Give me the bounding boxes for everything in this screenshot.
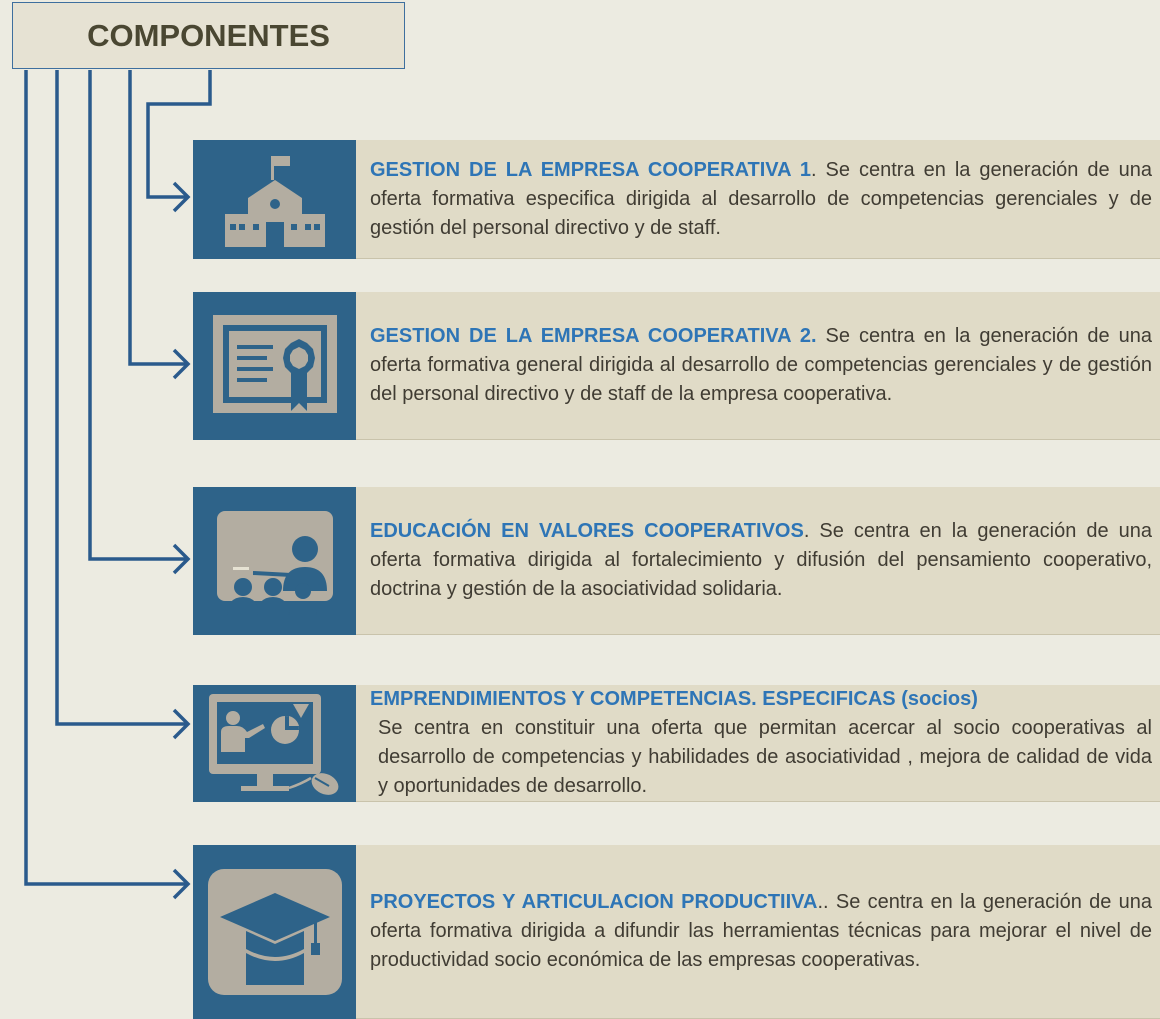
- icon-tile: [193, 845, 356, 1019]
- graduation-cap-icon: [207, 869, 342, 995]
- icon-tile: [193, 685, 356, 802]
- component-description: Se centra en la generación de una oferta…: [370, 325, 1153, 405]
- component-description: .. Se centra en la generación de una ofe…: [370, 891, 1153, 971]
- component-card-gestion-1: GESTION DE LA EMPRESA COOPERATIVA 1. Se …: [193, 140, 1160, 259]
- component-heading: GESTION DE LA EMPRESA COOPERATIVA 1: [370, 158, 811, 181]
- components-title: COMPONENTES: [87, 17, 330, 53]
- component-card-valores: EDUCACIÓN EN VALORES COOPERATIVOS. Se ce…: [193, 487, 1160, 635]
- classroom-teacher-icon: [216, 511, 333, 617]
- certificate-icon: [212, 315, 337, 413]
- component-heading: EMPRENDIMIENTOS Y COMPETENCIAS. ESPECIFI…: [370, 688, 978, 710]
- arrowhead-5: [172, 868, 191, 900]
- connector-4: [55, 70, 188, 726]
- component-card-gestion-2: GESTION DE LA EMPRESA COOPERATIVA 2. Se …: [193, 292, 1160, 440]
- component-heading: EDUCACIÓN EN VALORES COOPERATIVOS: [370, 520, 804, 542]
- component-card-proyectos: PROYECTOS Y ARTICULACION PRODUCTIIVA.. S…: [193, 845, 1160, 1019]
- computer-presentation-icon: [208, 693, 338, 795]
- component-text: GESTION DE LA EMPRESA COOPERATIVA 2. Se …: [356, 292, 1160, 440]
- component-description: . Se centra en la generación de una ofer…: [370, 158, 1152, 239]
- icon-tile: [193, 140, 356, 259]
- connector-3: [88, 70, 188, 561]
- component-heading: GESTION DE LA EMPRESA COOPERATIVA 2.: [370, 325, 817, 347]
- component-text: GESTION DE LA EMPRESA COOPERATIVA 1. Se …: [356, 140, 1160, 259]
- components-title-box: COMPONENTES: [12, 2, 405, 69]
- component-description: Se centra en constituir una oferta que p…: [378, 717, 1152, 797]
- component-card-emprendimientos: EMPRENDIMIENTOS Y COMPETENCIAS. ESPECIFI…: [193, 685, 1160, 802]
- connector-2: [128, 70, 188, 366]
- component-description: . Se centra en la generación de una ofer…: [370, 520, 1152, 600]
- component-text: EMPRENDIMIENTOS Y COMPETENCIAS. ESPECIFI…: [356, 685, 1160, 802]
- component-text: EDUCACIÓN EN VALORES COOPERATIVOS. Se ce…: [356, 487, 1160, 635]
- icon-tile: [193, 487, 356, 635]
- icon-tile: [193, 292, 356, 440]
- arrowhead-2: [172, 348, 191, 380]
- arrowhead-1: [172, 181, 191, 213]
- connector-1: [146, 70, 212, 199]
- connector-5: [24, 70, 188, 886]
- school-building-icon: [224, 156, 325, 247]
- arrowhead-3: [172, 543, 191, 575]
- arrowhead-4: [172, 708, 191, 740]
- component-heading: PROYECTOS Y ARTICULACION PRODUCTIIVA: [370, 891, 818, 913]
- component-text: PROYECTOS Y ARTICULACION PRODUCTIIVA.. S…: [356, 845, 1160, 1019]
